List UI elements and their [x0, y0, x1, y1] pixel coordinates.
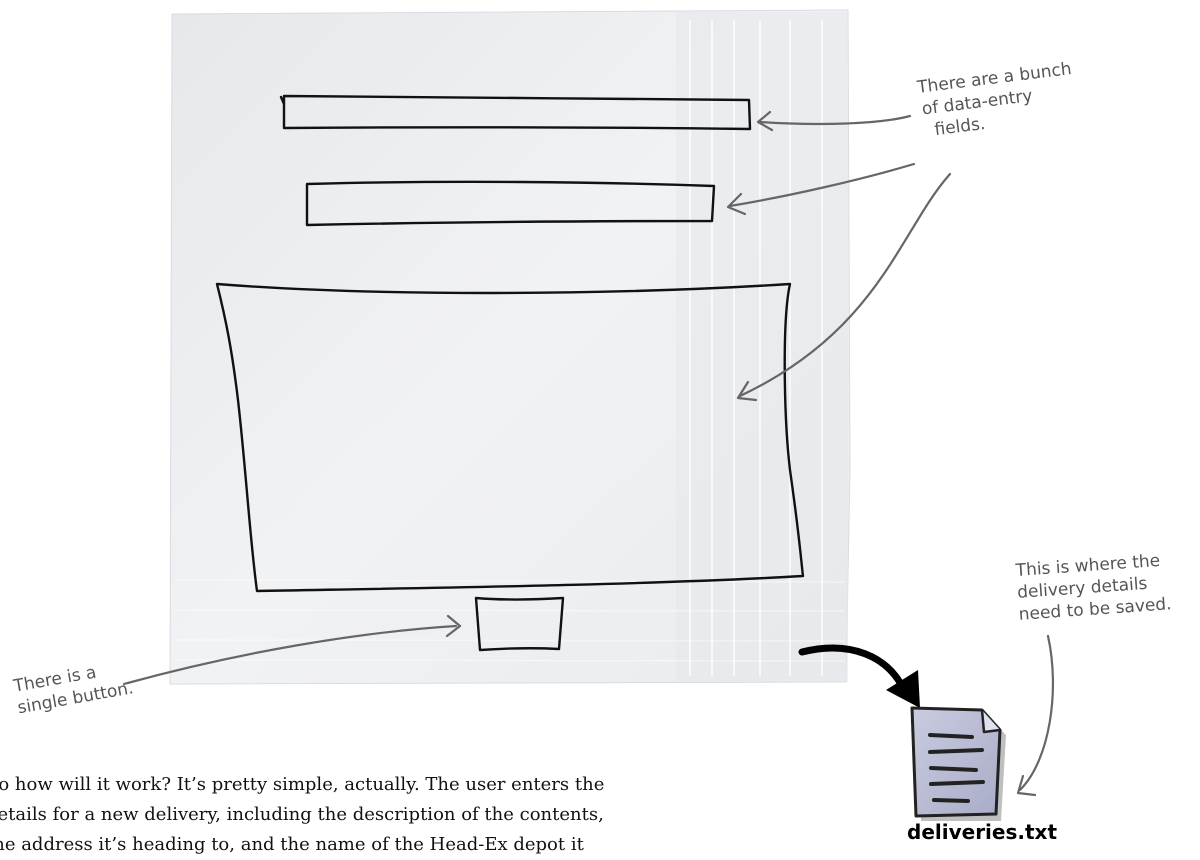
body-paragraph: So how will it work? It’s pretty simple,…	[0, 770, 866, 860]
napkin	[170, 10, 850, 684]
body-text-line: details for a new delivery, including th…	[0, 800, 866, 830]
text-file-icon	[912, 708, 1006, 821]
save-location-annotation: This is where the delivery details need …	[1015, 549, 1172, 626]
arrow-to-file	[1018, 636, 1053, 795]
body-text-line: So how will it work? It’s pretty simple,…	[0, 770, 866, 800]
file-name-label: deliveries.txt	[906, 820, 1058, 844]
